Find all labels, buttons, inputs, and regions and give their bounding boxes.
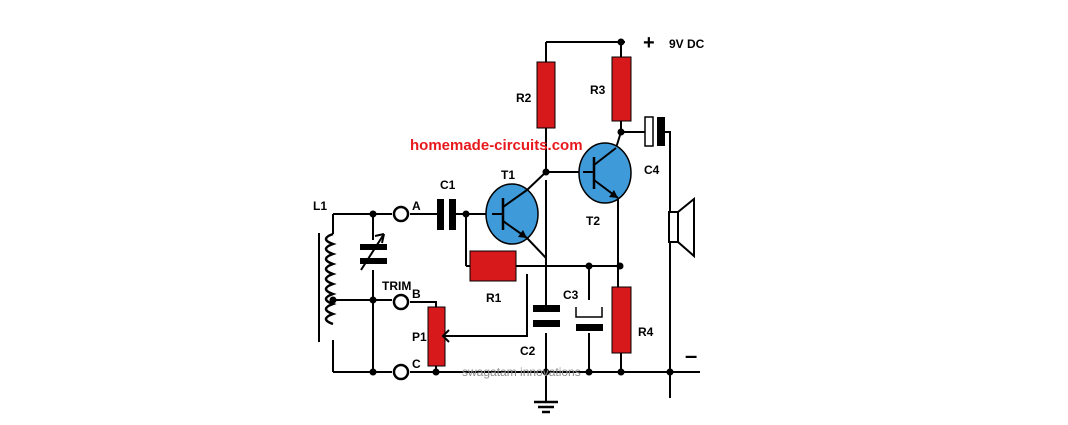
label-r3: R3 (590, 83, 606, 97)
plus-sign: + (643, 32, 655, 54)
terminals (392, 205, 410, 381)
label-t2: T2 (586, 214, 600, 228)
resistor-r3 (611, 56, 632, 122)
transistor-t1 (485, 183, 539, 245)
capacitor-c3 (575, 307, 603, 331)
capacitor-c2 (533, 305, 560, 327)
label-l1: L1 (313, 199, 327, 213)
label-p1: P1 (412, 330, 427, 344)
label-trim: TRIM (382, 279, 411, 293)
label-terminal-a: A (412, 199, 421, 213)
wires (332, 41, 700, 402)
label-r4: R4 (638, 325, 654, 339)
capacitor-c4 (644, 116, 665, 147)
terminal-a (392, 205, 410, 223)
terminal-c (392, 363, 410, 381)
label-terminal-c: C (412, 357, 421, 371)
transistor-t2 (578, 142, 632, 204)
ground-icon (534, 400, 558, 414)
resistor-r2 (536, 61, 556, 129)
label-r2: R2 (516, 91, 532, 105)
capacitor-c1 (437, 199, 456, 230)
minus-sign: – (685, 343, 697, 368)
inductor-l1 (318, 232, 337, 342)
label-c3: C3 (563, 288, 579, 302)
terminal-b (392, 293, 410, 311)
junctions (329, 38, 674, 376)
label-c2: C2 (520, 344, 536, 358)
supply-label: 9V DC (669, 37, 705, 51)
speaker-icon (668, 196, 695, 259)
label-t1: T1 (501, 168, 515, 182)
label-terminal-b: B (412, 287, 421, 301)
label-c1: C1 (440, 178, 456, 192)
labels: + 9V DC – R2 R3 R1 R4 C1 C2 C3 C4 T1 T2 … (313, 32, 705, 379)
label-c4: C4 (644, 163, 660, 177)
resistor-r4 (611, 286, 632, 354)
site-watermark: homemade-circuits.com (410, 137, 583, 154)
resistors (427, 56, 632, 367)
label-r1: R1 (486, 291, 502, 305)
resistor-r1 (469, 250, 517, 282)
trimmer-capacitor (360, 233, 387, 271)
credit-text: swagatam innovations (462, 365, 581, 379)
